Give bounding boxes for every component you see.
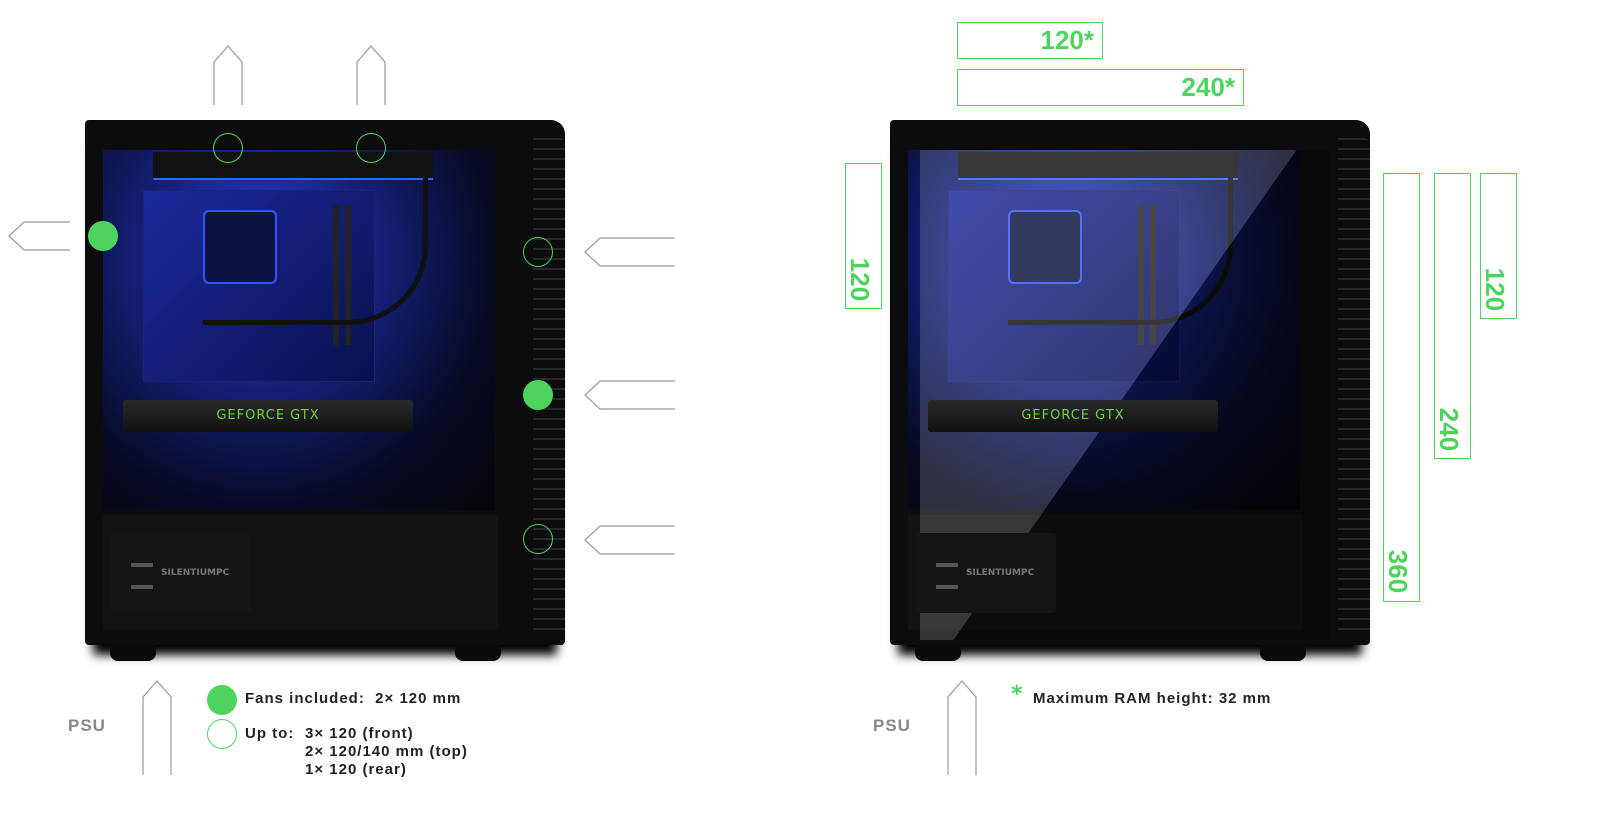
- aio-tube: [1008, 170, 1233, 325]
- top-exhaust-arrow-1: [213, 45, 243, 105]
- foot: [1260, 645, 1306, 661]
- psu-intake-arrow-right: [947, 680, 977, 775]
- legend-item: 1× 120 (rear): [305, 761, 407, 778]
- radiator-size: 240: [1181, 72, 1225, 102]
- aio-tube: [203, 170, 428, 325]
- brand-logo: SILENTIUMPC: [916, 533, 1056, 613]
- foot: [110, 645, 156, 661]
- case-glass-view: GEFORCE GTX SILENTIUMPC: [890, 120, 1370, 661]
- radiator-top-240: 240*: [957, 69, 1244, 106]
- psu-intake-arrow-left: [142, 680, 172, 775]
- fan-slot-top-2: [356, 133, 386, 163]
- fan-slot-front-1: [523, 237, 553, 267]
- graphics-card: GEFORCE GTX: [123, 400, 413, 432]
- psu-shroud: SILENTIUMPC: [103, 515, 498, 630]
- psu-shroud: SILENTIUMPC: [908, 515, 1303, 630]
- ram: [333, 205, 339, 345]
- psu-label: PSU: [873, 716, 911, 735]
- front-intake-arrow-3: [584, 525, 675, 555]
- ram-height-note: Maximum RAM height: 32 mm: [1033, 690, 1272, 707]
- rear-exhaust-arrow: [8, 221, 70, 251]
- radiator-front-120: 120: [1480, 173, 1517, 319]
- front-intake-arrow-1: [584, 237, 675, 267]
- top-exhaust-arrow-2: [356, 45, 386, 105]
- note-asterisk: *: [1011, 682, 1023, 707]
- radiator-size: 360: [1383, 549, 1414, 594]
- legend-item: 3× 120 (front): [305, 725, 414, 742]
- foot: [455, 645, 501, 661]
- radiator-size: 240: [1434, 407, 1465, 452]
- foot: [915, 645, 961, 661]
- legend-item: 2× 120/140 mm (top): [305, 743, 468, 760]
- legend-included-icon: [207, 685, 237, 715]
- radiator-front-360: 360: [1383, 173, 1420, 602]
- front-intake-arrow-2: [584, 380, 675, 410]
- asterisk: *: [1083, 25, 1094, 55]
- legend-up-to: Up to:: [245, 725, 295, 742]
- radiator-size: 120: [845, 257, 876, 302]
- legend-optional-icon: [207, 719, 237, 749]
- front-mesh-panel: [1338, 138, 1370, 638]
- graphics-card: GEFORCE GTX: [928, 400, 1218, 432]
- brand-logo: SILENTIUMPC: [111, 533, 251, 613]
- radiator-front-240: 240: [1434, 173, 1471, 459]
- legend-fans-included: Fans included: 2× 120 mm: [245, 690, 462, 707]
- ram: [1138, 205, 1144, 345]
- psu-label: PSU: [68, 716, 106, 735]
- radiator-size: 120: [1480, 267, 1511, 312]
- fan-slot-front-3: [523, 524, 553, 554]
- asterisk: *: [1224, 72, 1235, 102]
- radiator-size: 120: [1040, 25, 1084, 55]
- fan-slot-top-1: [213, 133, 243, 163]
- case-open-view: GEFORCE GTX SILENTIUMPC: [85, 120, 565, 661]
- fan-included-rear: [88, 221, 118, 251]
- case-interior: GEFORCE GTX: [908, 150, 1300, 510]
- fan-included-front: [523, 380, 553, 410]
- radiator-rear-120: 120: [845, 163, 882, 309]
- radiator-top-120: 120*: [957, 22, 1103, 59]
- case-interior: GEFORCE GTX: [103, 150, 495, 510]
